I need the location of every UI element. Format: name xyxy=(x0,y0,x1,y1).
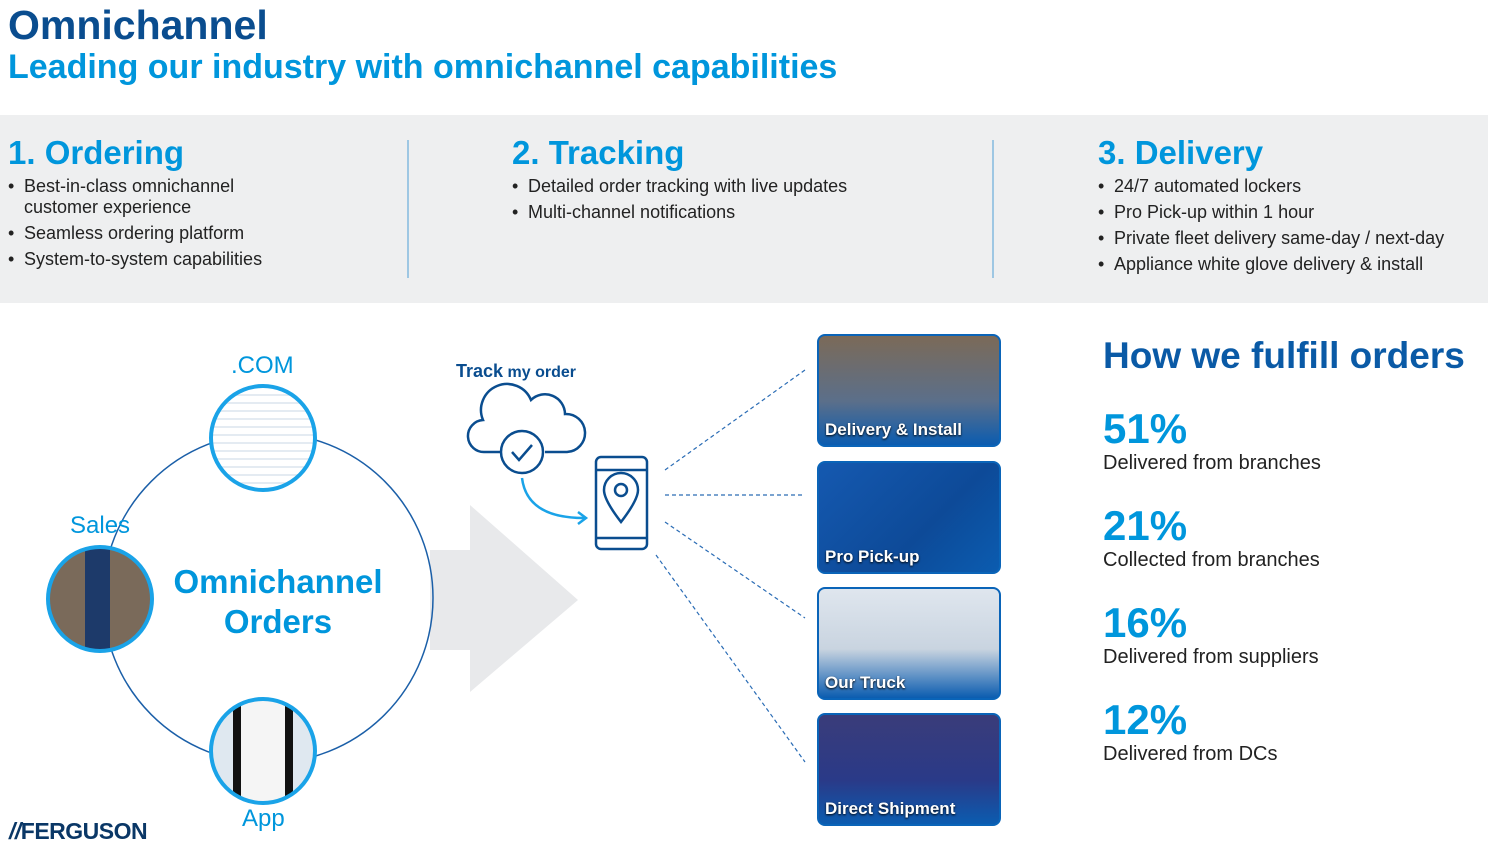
column-delivery: 3. Delivery 24/7 automated lockersPro Pi… xyxy=(1098,134,1488,280)
fulfill-title: How we fulfill orders xyxy=(1103,335,1465,376)
card-label: Direct Shipment xyxy=(825,799,956,818)
stat-percent: 12% xyxy=(1103,696,1188,743)
card-pro-pickup: Pro Pick-up xyxy=(817,461,1001,574)
stat-percent: 51% xyxy=(1103,405,1188,452)
branch-thumbnail xyxy=(46,545,154,653)
com-label: .COM xyxy=(231,352,294,379)
track-bold: Track xyxy=(456,361,504,381)
bullet: Pro Pick-up within 1 hour xyxy=(1098,202,1488,223)
sales-label: Sales xyxy=(70,512,131,539)
cloud-check-icon xyxy=(466,382,587,475)
center-line2: Orders xyxy=(223,603,333,640)
big-arrow xyxy=(430,505,578,692)
card-label: Pro Pick-up xyxy=(825,547,920,566)
app-label: App xyxy=(242,805,285,832)
logo-text: FERGUSON xyxy=(20,818,148,844)
card-delivery-install: Delivery & Install xyxy=(817,334,1001,447)
page-subtitle: Leading our industry with omnichannel ca… xyxy=(8,48,838,86)
phone-location-icon xyxy=(594,455,649,551)
card-our-truck: Our Truck xyxy=(817,587,1001,700)
bullet: 24/7 automated lockers xyxy=(1098,176,1488,197)
center-line1: Omnichannel xyxy=(173,563,383,600)
column-heading: 3. Delivery xyxy=(1098,134,1264,171)
center-title: Omnichannel Orders xyxy=(160,562,396,642)
card-label: Delivery & Install xyxy=(825,420,963,439)
stat-label: Delivered from DCs xyxy=(1103,743,1278,765)
bullet: Detailed order tracking with live update… xyxy=(512,176,932,197)
bullet: Appliance white glove delivery & install xyxy=(1098,254,1488,275)
column-heading: 2. Tracking xyxy=(512,134,685,171)
card-label: Our Truck xyxy=(825,673,906,692)
page-title: Omnichannel xyxy=(8,2,268,48)
stat-label: Delivered from suppliers xyxy=(1103,646,1319,668)
stat-label: Delivered from branches xyxy=(1103,452,1321,474)
website-thumbnail xyxy=(209,384,317,492)
column-heading: 1. Ordering xyxy=(8,134,185,171)
card-direct-shipment: Direct Shipment xyxy=(817,713,1001,826)
stat-label: Collected from branches xyxy=(1103,549,1320,571)
dashed-connectors xyxy=(655,369,806,763)
logo-mark-icon: // xyxy=(9,818,21,844)
curved-arrow xyxy=(520,477,585,520)
divider xyxy=(992,140,994,278)
bullet: System-to-system capabilities xyxy=(8,249,308,270)
track-rest: my order xyxy=(503,364,576,381)
column-tracking: 2. Tracking Detailed order tracking with… xyxy=(512,134,932,228)
app-thumbnail xyxy=(209,697,317,805)
divider xyxy=(407,140,409,278)
stat-percent: 21% xyxy=(1103,502,1188,549)
stat-percent: 16% xyxy=(1103,599,1188,646)
ferguson-logo: //FERGUSON xyxy=(9,818,148,845)
bullet: Private fleet delivery same-day / next-d… xyxy=(1098,228,1488,249)
column-ordering: 1. Ordering Best-in-class omnichannel cu… xyxy=(8,134,308,275)
bullet: Seamless ordering platform xyxy=(8,223,308,244)
bullet: Best-in-class omnichannel customer exper… xyxy=(8,176,268,218)
bullet: Multi-channel notifications xyxy=(512,202,932,223)
track-my-order-label: Track my order xyxy=(456,361,576,382)
